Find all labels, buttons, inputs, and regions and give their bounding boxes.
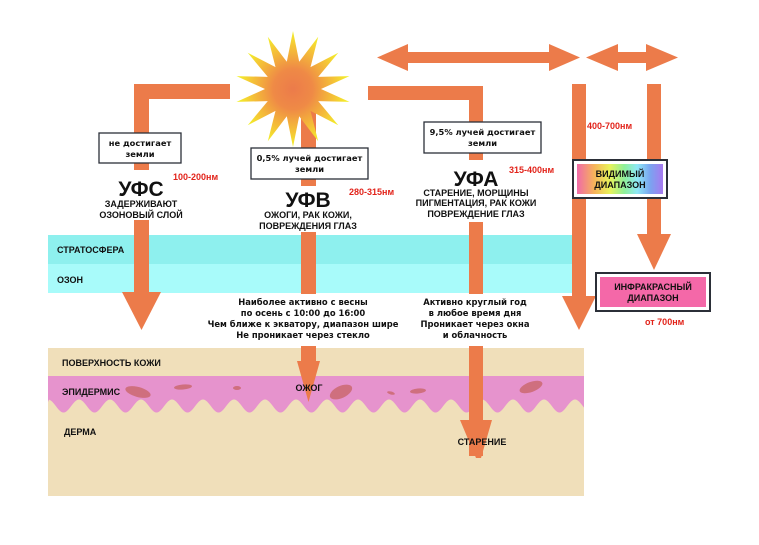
uva-effect-line1: СТАРЕНИЕ, МОРЩИНЫ bbox=[423, 188, 528, 198]
uvb-title: УФВ bbox=[285, 189, 330, 212]
uvc-reach-note: не достигает земли bbox=[98, 132, 182, 164]
pigment-cell bbox=[125, 386, 151, 398]
pigment-cell bbox=[174, 384, 192, 390]
svg-text:не достигает: не достигает bbox=[109, 138, 172, 148]
uvc-effect-line2: ОЗОНОВЫЙ СЛОЙ bbox=[99, 209, 182, 220]
uvb-detail-line2: по осень с 10:00 до 16:00 bbox=[241, 308, 366, 318]
epidermis-label: ЭПИДЕРМИС bbox=[62, 387, 121, 397]
uva-title: УФА bbox=[454, 168, 499, 191]
uvb-skin-effect-label: ОЖОГ bbox=[296, 383, 323, 393]
pigment-cells bbox=[125, 380, 543, 400]
uva-skin-effect-label: СТАРЕНИЕ bbox=[458, 437, 507, 447]
sun-icon bbox=[236, 31, 350, 147]
svg-text:ДИАПАЗОН: ДИАПАЗОН bbox=[594, 180, 645, 190]
uva-detail-line4: и облачность bbox=[443, 330, 508, 340]
pigment-cell bbox=[387, 391, 395, 395]
stratosphere-label: СТРАТОСФЕРА bbox=[57, 245, 125, 255]
infrared-span-double-arrow bbox=[586, 44, 678, 71]
infrared-range: от 700нм bbox=[645, 317, 685, 327]
uvb-detail-line4: Не проникает через стекло bbox=[236, 330, 370, 340]
uvb-range: 280-315нм bbox=[349, 187, 394, 197]
svg-text:0,5% лучей достигает: 0,5% лучей достигает bbox=[257, 153, 363, 163]
uva-effect-line2: ПИГМЕНТАЦИЯ, РАК КОЖИ bbox=[416, 198, 537, 208]
visible-spectrum-box: ВИДИМЫЙ ДИАПАЗОН bbox=[572, 159, 668, 199]
svg-text:земли: земли bbox=[125, 149, 154, 159]
uva-detail-line2: в любое время дня bbox=[429, 308, 522, 318]
svg-text:9,5% лучей достигает: 9,5% лучей достигает bbox=[430, 127, 536, 137]
uva-reach-note: 9,5% лучей достигает земли bbox=[423, 121, 542, 154]
infrared-box: ИНФРАКРАСНЫЙ ДИАПАЗОН bbox=[595, 272, 711, 312]
svg-text:ВИДИМЫЙ: ВИДИМЫЙ bbox=[596, 168, 645, 179]
skin-surface-label: ПОВЕРХНОСТЬ КОЖИ bbox=[62, 358, 161, 368]
uvb-effect-line2: ПОВРЕЖДЕНИЯ ГЛАЗ bbox=[259, 221, 357, 231]
uvb-detail-line3: Чем ближе к экватору, диапазон шире bbox=[208, 319, 399, 329]
pigment-cell bbox=[329, 384, 353, 400]
uva-effect-line3: ПОВРЕЖДЕНИЕ ГЛАЗ bbox=[427, 209, 525, 219]
svg-text:земли: земли bbox=[468, 138, 497, 148]
visible-span-double-arrow bbox=[377, 44, 580, 71]
uva-range: 315-400нм bbox=[509, 165, 554, 175]
uvc-title: УФС bbox=[118, 178, 163, 201]
epidermis-layer bbox=[48, 376, 584, 413]
uvc-effect-line1: ЗАДЕРЖИВАЮТ bbox=[105, 199, 178, 209]
svg-text:ДИАПАЗОН: ДИАПАЗОН bbox=[627, 293, 678, 303]
uvb-effect-line1: ОЖОГИ, РАК КОЖИ, bbox=[264, 210, 352, 220]
uva-detail-line1: Активно круглый год bbox=[423, 297, 527, 307]
uvb-reach-note: 0,5% лучей достигает земли bbox=[250, 147, 369, 180]
uvc-range: 100-200нм bbox=[173, 172, 218, 182]
pigment-cell bbox=[410, 388, 426, 394]
dermis-label: ДЕРМА bbox=[64, 427, 97, 437]
visible-range: 400-700нм bbox=[587, 121, 632, 131]
pigment-cell bbox=[519, 380, 543, 394]
uvb-detail-line1: Наиболее активно с весны bbox=[238, 297, 368, 307]
ozone-label: ОЗОН bbox=[57, 275, 83, 285]
uva-detail-line3: Проникает через окна bbox=[421, 319, 530, 329]
svg-text:ИНФРАКРАСНЫЙ: ИНФРАКРАСНЫЙ bbox=[614, 281, 692, 292]
svg-text:земли: земли bbox=[295, 164, 324, 174]
pigment-cell bbox=[233, 386, 241, 390]
